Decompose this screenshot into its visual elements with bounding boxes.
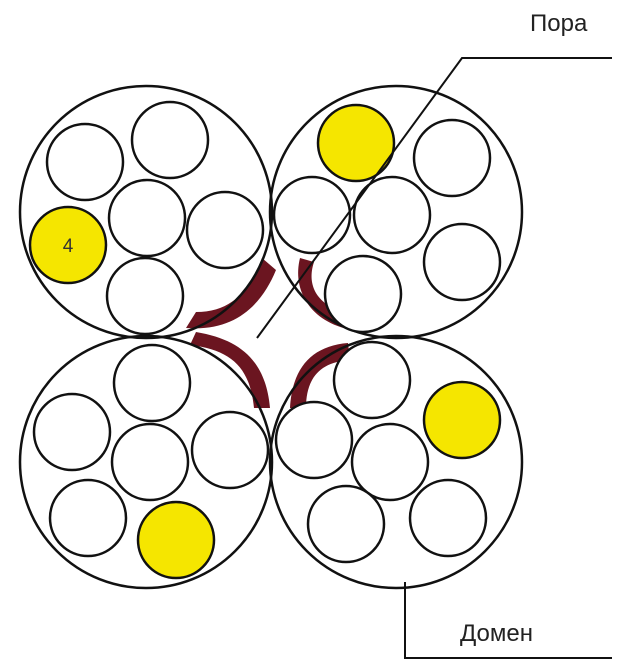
particle <box>112 424 188 500</box>
pore-channel-bottom-left <box>190 332 270 408</box>
particle-highlighted <box>318 105 394 181</box>
particle <box>424 224 500 300</box>
particle <box>410 480 486 556</box>
particle-highlighted <box>138 502 214 578</box>
particle <box>114 345 190 421</box>
particle <box>192 412 268 488</box>
particle <box>132 102 208 178</box>
particle <box>34 394 110 470</box>
particle <box>276 402 352 478</box>
domain-label: Домен <box>460 620 533 648</box>
particle <box>325 256 401 332</box>
pore-label: Пора <box>530 10 587 38</box>
particle <box>308 486 384 562</box>
particle <box>414 120 490 196</box>
particle <box>352 424 428 500</box>
particle <box>47 124 123 200</box>
particles-bottom-left <box>34 345 268 578</box>
particle <box>107 258 183 334</box>
particle-marker-label: 4 <box>63 236 74 257</box>
particle-highlighted <box>424 382 500 458</box>
particles-top-left <box>30 102 263 334</box>
particle <box>187 192 263 268</box>
particle <box>274 177 350 253</box>
particle <box>334 342 410 418</box>
particle <box>50 480 126 556</box>
particle <box>109 180 185 256</box>
